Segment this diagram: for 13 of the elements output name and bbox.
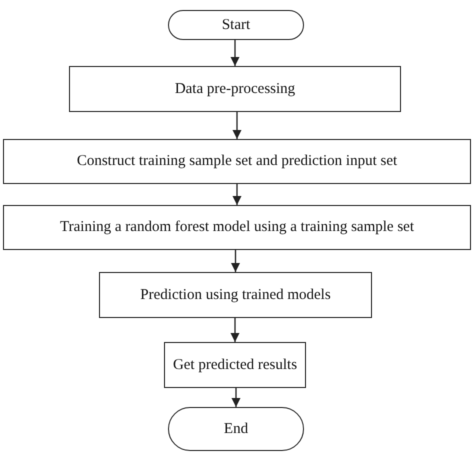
process-box: Prediction using trained models: [99, 272, 372, 318]
arrow: [230, 40, 240, 66]
process-box: Construct training sample set and prediction input set: [3, 139, 471, 184]
terminal-box: End: [168, 407, 304, 451]
arrow: [232, 112, 242, 139]
terminal-box: Start: [168, 10, 304, 40]
process-box: Training a random forest model using a training sample set: [3, 205, 471, 250]
process-box: Data pre-processing: [69, 66, 401, 112]
arrow: [231, 250, 240, 272]
arrow: [230, 318, 240, 342]
process-box: Get predicted results: [164, 342, 306, 388]
arrow: [232, 388, 240, 407]
arrow: [232, 184, 242, 205]
